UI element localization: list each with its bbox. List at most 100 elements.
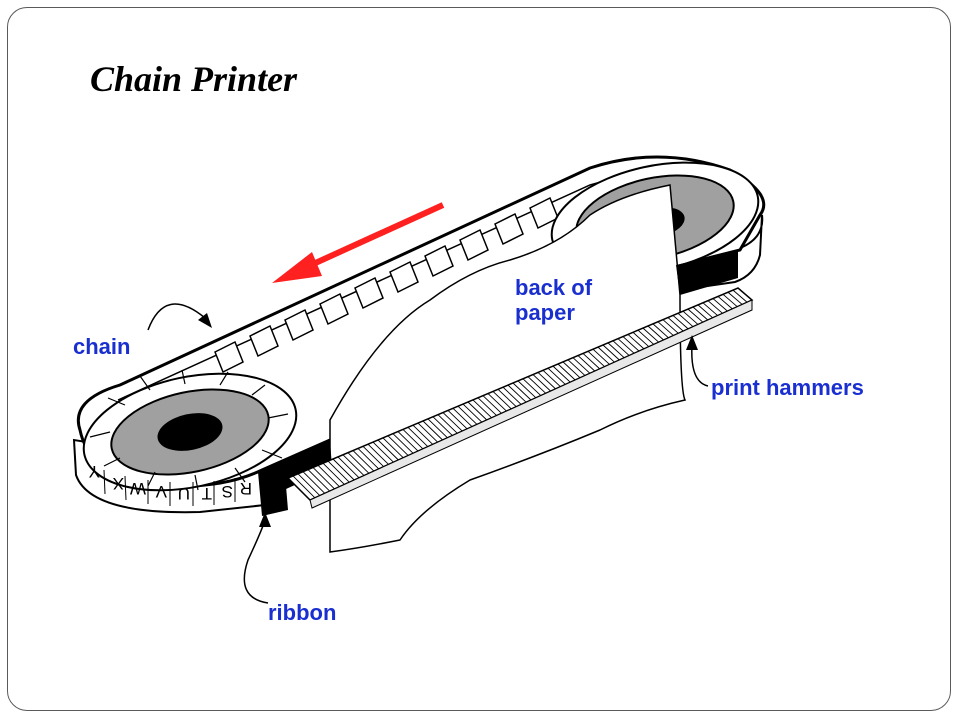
hammer-tick [502,386,522,405]
hammer-tick [377,439,399,461]
hammer-tick [682,310,699,325]
hammer-tick [702,302,718,316]
hammer-tick [297,473,321,496]
slide-title: Chain Printer [90,59,298,99]
hammer-tick [412,424,434,445]
hammer-tick [657,321,674,336]
hammer-tick [572,357,591,374]
hammer-tick [712,298,728,312]
direction-arrow [272,202,445,283]
hammer-tick [287,477,311,501]
ribbon [258,250,738,516]
hammer-tick [477,397,497,416]
hammer-tick [517,380,537,399]
hammer-tick [707,300,723,314]
hammer-tick [557,363,576,381]
chain-glyph: Y [89,462,100,481]
hammer-tick [722,293,738,308]
hammer-tick [447,410,468,430]
print-hammers-label: print hammers [711,375,864,400]
hammer-tick [307,469,330,492]
hammer-tick [417,422,439,443]
hammer-tick [592,348,610,365]
hammer-tick [347,452,370,474]
hammer-tick [532,374,551,392]
hammer-tick [357,448,380,470]
ribbon-pointer-head [259,512,271,527]
hammer-tick [627,334,645,350]
hammer-tick [552,365,571,383]
hammer-tick [652,323,669,339]
hammer-tick [522,378,542,396]
hammer-tick [317,465,340,487]
hammer-tick [467,401,488,421]
hammer-tick [442,412,463,432]
hammer-tick [382,437,404,459]
hammer-tick [302,471,326,494]
hammer-tick [337,456,360,479]
chain-glyph: S [222,482,233,501]
hammer-tick [717,296,733,310]
hammer-tick [597,346,615,363]
hammer-tick [612,340,630,356]
hammer-tick [472,399,493,419]
hammer-tick [577,355,596,372]
print-hammers-pointer-head [686,335,698,350]
hammer-tick [687,308,704,323]
hammer-tick [402,429,424,450]
hammer-tick [437,414,458,434]
hammer-tick [672,315,689,330]
hammer-tick [457,405,478,425]
hammer-tick [637,329,655,345]
pointer-arrows [147,303,709,604]
hammer-tick [292,475,316,499]
hammer-tick [342,454,365,476]
hammer-tick [677,312,694,328]
hammer-tick [667,317,684,332]
chain-glyph: X [113,474,124,493]
hammer-tick [482,395,502,414]
print-hammers [286,287,754,509]
hammer-tick [602,344,620,361]
slide-frame [7,7,951,711]
chain-glyph: T [202,484,212,503]
chain-glyph: U [178,484,190,503]
hammer-tick [507,384,527,403]
hammer-tick [422,420,443,441]
hammer-tick [632,331,650,348]
hammer-tick [387,435,409,456]
hammer-tick [512,382,532,401]
hammer-tick [582,353,601,370]
hammer-tick [367,443,389,465]
hammer-tick [527,376,547,394]
hammer-tick [537,372,556,390]
hammer-tick [352,450,375,472]
chain-pointer-head [198,313,212,328]
chain-glyph: V [155,482,167,501]
ribbon-pointer [243,519,269,604]
hammer-tick [562,361,581,379]
hammer-tick [697,304,714,319]
hammer-tick [647,325,664,341]
hammer-tick [327,460,350,483]
hammer-tick [332,458,355,481]
hammer-tick [432,416,453,436]
hammer-tick [392,433,414,454]
hammer-tick [737,287,753,301]
hammer-tick [662,319,679,334]
hammer-tick [312,467,335,490]
hammer-tick [727,291,743,305]
hammer-tick [622,336,640,352]
hammer-tick [587,351,605,367]
hammer-tick [407,427,429,447]
hammer-tick [462,403,483,423]
hammer-tick [547,367,566,385]
back-of-paper-label-line2: paper [515,300,575,325]
chain-label: chain [73,334,130,359]
chain-glyphs: Y X W V U T S R [89,462,252,506]
hammer-tick [732,289,748,303]
ribbon-label: ribbon [268,600,336,625]
chain-blocks [214,196,559,374]
hammer-tick [567,359,586,376]
